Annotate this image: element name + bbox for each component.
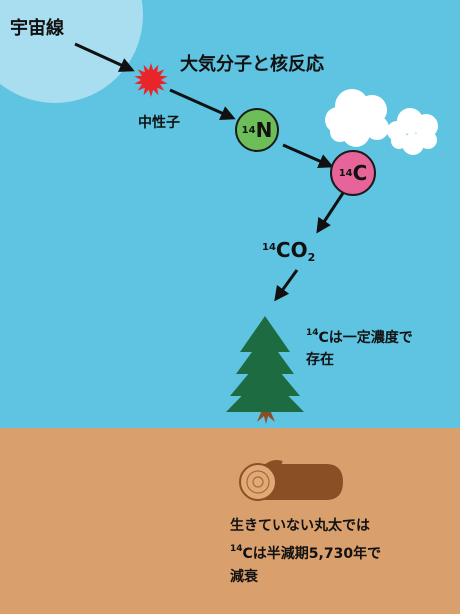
log-caption-mass-number: 14 — [230, 544, 243, 554]
log-caption-line3: 減衰 — [230, 569, 258, 585]
tree-caption-mass-number: 14 — [306, 328, 319, 338]
nitrogen-mass-number: 14 — [241, 124, 256, 136]
pine-tree-icon — [226, 316, 304, 424]
log-caption-line2: Cは半減期5,730年で — [242, 546, 382, 562]
log-caption-line1: 生きていない丸太では — [230, 518, 370, 534]
starburst-icon — [134, 63, 168, 97]
tree-caption-line2: 存在 — [306, 352, 334, 368]
co2-symbol: CO — [275, 238, 308, 262]
co2-mass-number: 14 — [262, 242, 276, 253]
carbon-mass-number: 14 — [338, 167, 353, 179]
nitrogen-symbol: N — [255, 118, 273, 142]
carbon-symbol: C — [352, 161, 368, 185]
cosmic-ray-label: 宇宙線 — [10, 18, 64, 39]
co2-label: 14CO2 — [262, 238, 315, 265]
cloud-icon — [387, 108, 438, 155]
nuclear-reaction-label: 大気分子と核反応 — [180, 54, 324, 75]
arrow-icon — [74, 42, 347, 302]
tree-caption: 14Cは一定濃度で 存在 — [306, 322, 413, 371]
sun — [0, 0, 143, 103]
neutron-label: 中性子 — [138, 115, 180, 131]
tree-caption-line1: Cは一定濃度で — [318, 330, 413, 346]
ground — [0, 428, 460, 614]
cloud-icon — [325, 89, 389, 147]
log-icon — [239, 460, 343, 501]
log-caption: 生きていない丸太では 14Cは半減期5,730年で 減衰 — [230, 515, 381, 589]
co2-subscript: 2 — [307, 251, 316, 264]
